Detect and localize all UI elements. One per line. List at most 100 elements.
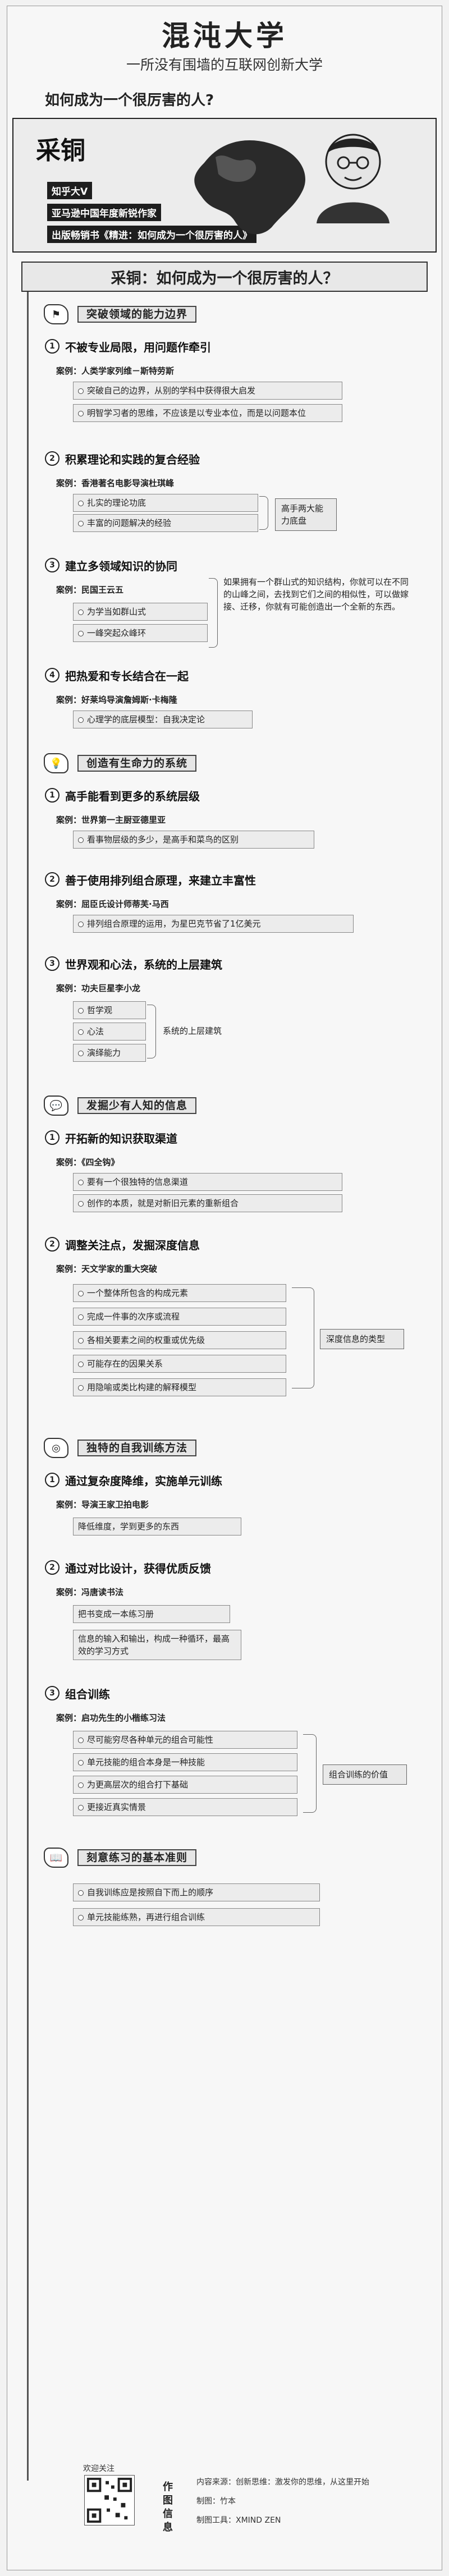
side-summary-box: 组合训练的价值 <box>323 1764 407 1785</box>
case-label: 案例：香港著名电影导演杜琪峰 <box>56 478 175 488</box>
leaf-item: 降低维度，学到更多的东西 <box>73 1518 241 1535</box>
topic-title: 不被专业局限，用问题作牵引 <box>65 340 211 354</box>
leaf-text: 为更高层次的组合打下基础 <box>87 1780 189 1790</box>
topic-title: 组合训练 <box>65 1687 110 1701</box>
bullet-icon <box>78 501 84 506</box>
leaf-item: 要有一个很独特的信息渠道 <box>73 1173 342 1191</box>
leaf-item: 单元技能练熟，再进行组合训练 <box>73 1908 320 1926</box>
credit-line: 制图工具：XMIND ZEN <box>196 2516 281 2525</box>
leaf-text: 要有一个很独特的信息渠道 <box>87 1177 189 1187</box>
bullet-icon <box>78 1051 84 1056</box>
case-label: 案例：冯唐读书法 <box>56 1587 124 1597</box>
brand-title: 混沌大学 <box>162 19 287 52</box>
topic-number: 2 <box>45 872 59 887</box>
chat-icon: 💬 <box>44 1096 68 1116</box>
mindmap-trunk-line <box>27 292 29 2481</box>
leaf-text: 用隐喻或类比构建的解释模型 <box>87 1382 197 1392</box>
topic-title: 调整关注点，发掘深度信息 <box>65 1238 200 1252</box>
leaf-item: 单元技能的组合本身是一种技能 <box>73 1753 297 1771</box>
bullet-icon <box>78 1738 84 1743</box>
section-label: 创造有生命力的系统 <box>77 755 197 772</box>
leaf-text: 自我训练应是按照自下而上的顺序 <box>87 1887 214 1897</box>
bullet-icon <box>78 717 84 723</box>
case-label: 案例：人类学家列维－斯特劳斯 <box>56 366 175 376</box>
bullet-icon <box>78 1338 84 1344</box>
bullet-icon <box>78 1915 84 1920</box>
leaf-text: 单元技能练熟，再进行组合训练 <box>87 1912 205 1922</box>
topic-1-2: 2 积累理论和实践的复合经验 <box>45 449 200 468</box>
leaf-text: 一峰突起众峰环 <box>87 628 146 638</box>
leaf-text: 把书变成一本练习册 <box>78 1609 154 1619</box>
case-label: 案例：民国王云五 <box>56 585 124 595</box>
bullet-icon <box>78 1805 84 1810</box>
author-tags: 知乎大V 亚马逊中国年度新锐作家 出版畅销书《精进：如何成为一个很厉害的人》 <box>47 182 256 247</box>
bullet-icon <box>78 1760 84 1766</box>
topic-number: 2 <box>45 451 59 466</box>
author-portrait-icon <box>317 134 390 223</box>
leaf-text: 哲学观 <box>87 1005 113 1015</box>
bullet-icon <box>78 1291 84 1296</box>
leaf-text: 可能存在的因果关系 <box>87 1359 163 1369</box>
author-name: 采铜 <box>36 136 85 165</box>
case-label: 案例：导演王家卫拍电影 <box>56 1500 149 1510</box>
section-2: 💡 创造有生命力的系统 <box>21 752 428 774</box>
topic-title: 通过对比设计，获得优质反馈 <box>65 1561 211 1575</box>
topic-2-2: 2 善于使用排列组合原理，来建立丰富性 <box>45 870 256 889</box>
leaf-item: 为更高层次的组合打下基础 <box>73 1776 297 1794</box>
section-1: ⚑ 突破领域的能力边界 <box>21 303 428 326</box>
leaf-text: 丰富的问题解决的经验 <box>87 518 172 528</box>
leaf-text: 为学当如群山式 <box>87 607 146 617</box>
leaf-item: 信息的输入和输出，构成一种循环，最高效的学习方式 <box>73 1630 241 1660</box>
leaf-text: 各相关要素之间的权重或优先级 <box>87 1335 205 1345</box>
credits-label: 作图信息 <box>163 2481 173 2533</box>
leaf-item: 心理学的底层模型：自我决定论 <box>73 711 253 728</box>
topic-title: 积累理论和实践的复合经验 <box>65 452 200 466</box>
leaf-item: 用隐喻或类比构建的解释模型 <box>73 1378 286 1396</box>
bullet-icon <box>78 1201 84 1207</box>
group-bracket <box>303 1734 317 1813</box>
leaf-item: 明智学习者的思维，不应该是以专业本位，而是以问题本位 <box>73 404 342 422</box>
leaf-text: 突破自己的边界，从别的学科中获得很大启发 <box>87 386 256 396</box>
group-bracket <box>147 1005 156 1058</box>
side-summary-box: 深度信息的类型 <box>320 1329 404 1349</box>
bullet-icon <box>78 837 84 843</box>
credit-line: 内容来源：创新思维：激发你的思维，从这里开始 <box>196 2478 369 2487</box>
topic-4-1: 1 通过复杂度降维，实施单元训练 <box>45 1470 222 1489</box>
topic-title: 把热爱和专长结合在一起 <box>65 669 189 683</box>
side-note: 如果拥有一个群山式的知识结构，你就可以在不同的山峰之间，去找到它们之间的相似性，… <box>223 577 409 612</box>
group-bracket <box>292 1287 314 1388</box>
leaf-item: 可能存在的因果关系 <box>73 1355 286 1373</box>
leaf-text: 更接近真实情景 <box>87 1802 146 1812</box>
topic-number: 2 <box>45 1560 59 1575</box>
author-tag: 知乎大V <box>47 182 93 199</box>
leaf-item: 自我训练应是按照自下而上的顺序 <box>73 1883 320 1901</box>
section-label: 发掘少有人知的信息 <box>77 1097 197 1114</box>
bullet-icon <box>78 631 84 636</box>
leaf-item: 突破自己的边界，从别的学科中获得很大启发 <box>73 382 342 400</box>
main-topic-title: 采铜：如何成为一个很厉害的人？ <box>21 262 428 292</box>
bullet-icon <box>78 1314 84 1320</box>
topic-number: 2 <box>45 1237 59 1252</box>
leaf-text: 单元技能的组合本身是一种技能 <box>87 1757 205 1767</box>
leaf-text: 看事物层级的多少，是高手和菜鸟的区别 <box>87 835 239 845</box>
topic-1-1: 1 不被专业局限，用问题作牵引 <box>45 337 211 356</box>
target-icon: ◎ <box>44 1438 68 1458</box>
case-label: 案例：功夫巨星李小龙 <box>56 983 141 993</box>
group-bracket <box>209 578 218 648</box>
leaf-item: 创作的本质，就是对新旧元素的重新组合 <box>73 1194 342 1212</box>
leaf-item: 更接近真实情景 <box>73 1798 297 1816</box>
case-label: 案例：屈臣氏设计师蒂芙·马西 <box>56 899 169 909</box>
topic-1-4: 4 把热爱和专长结合在一起 <box>45 666 189 685</box>
author-tag: 出版畅销书《精进：如何成为一个很厉害的人》 <box>47 226 256 243</box>
bullet-icon <box>78 388 84 394</box>
bullet-icon <box>78 521 84 526</box>
leaf-text: 创作的本质，就是对新旧元素的重新组合 <box>87 1198 239 1208</box>
topic-4-2: 2 通过对比设计，获得优质反馈 <box>45 1558 211 1577</box>
section-5: 📖 刻意练习的基本准则 <box>21 1846 428 1869</box>
bullet-icon <box>78 1362 84 1367</box>
leaf-text: 信息的输入和输出，构成一种循环，最高效的学习方式 <box>78 1634 230 1656</box>
leaf-item: 一峰突起众峰环 <box>73 624 208 642</box>
bullet-icon <box>78 922 84 927</box>
topic-3-1: 1 开拓新的知识获取渠道 <box>45 1128 177 1147</box>
